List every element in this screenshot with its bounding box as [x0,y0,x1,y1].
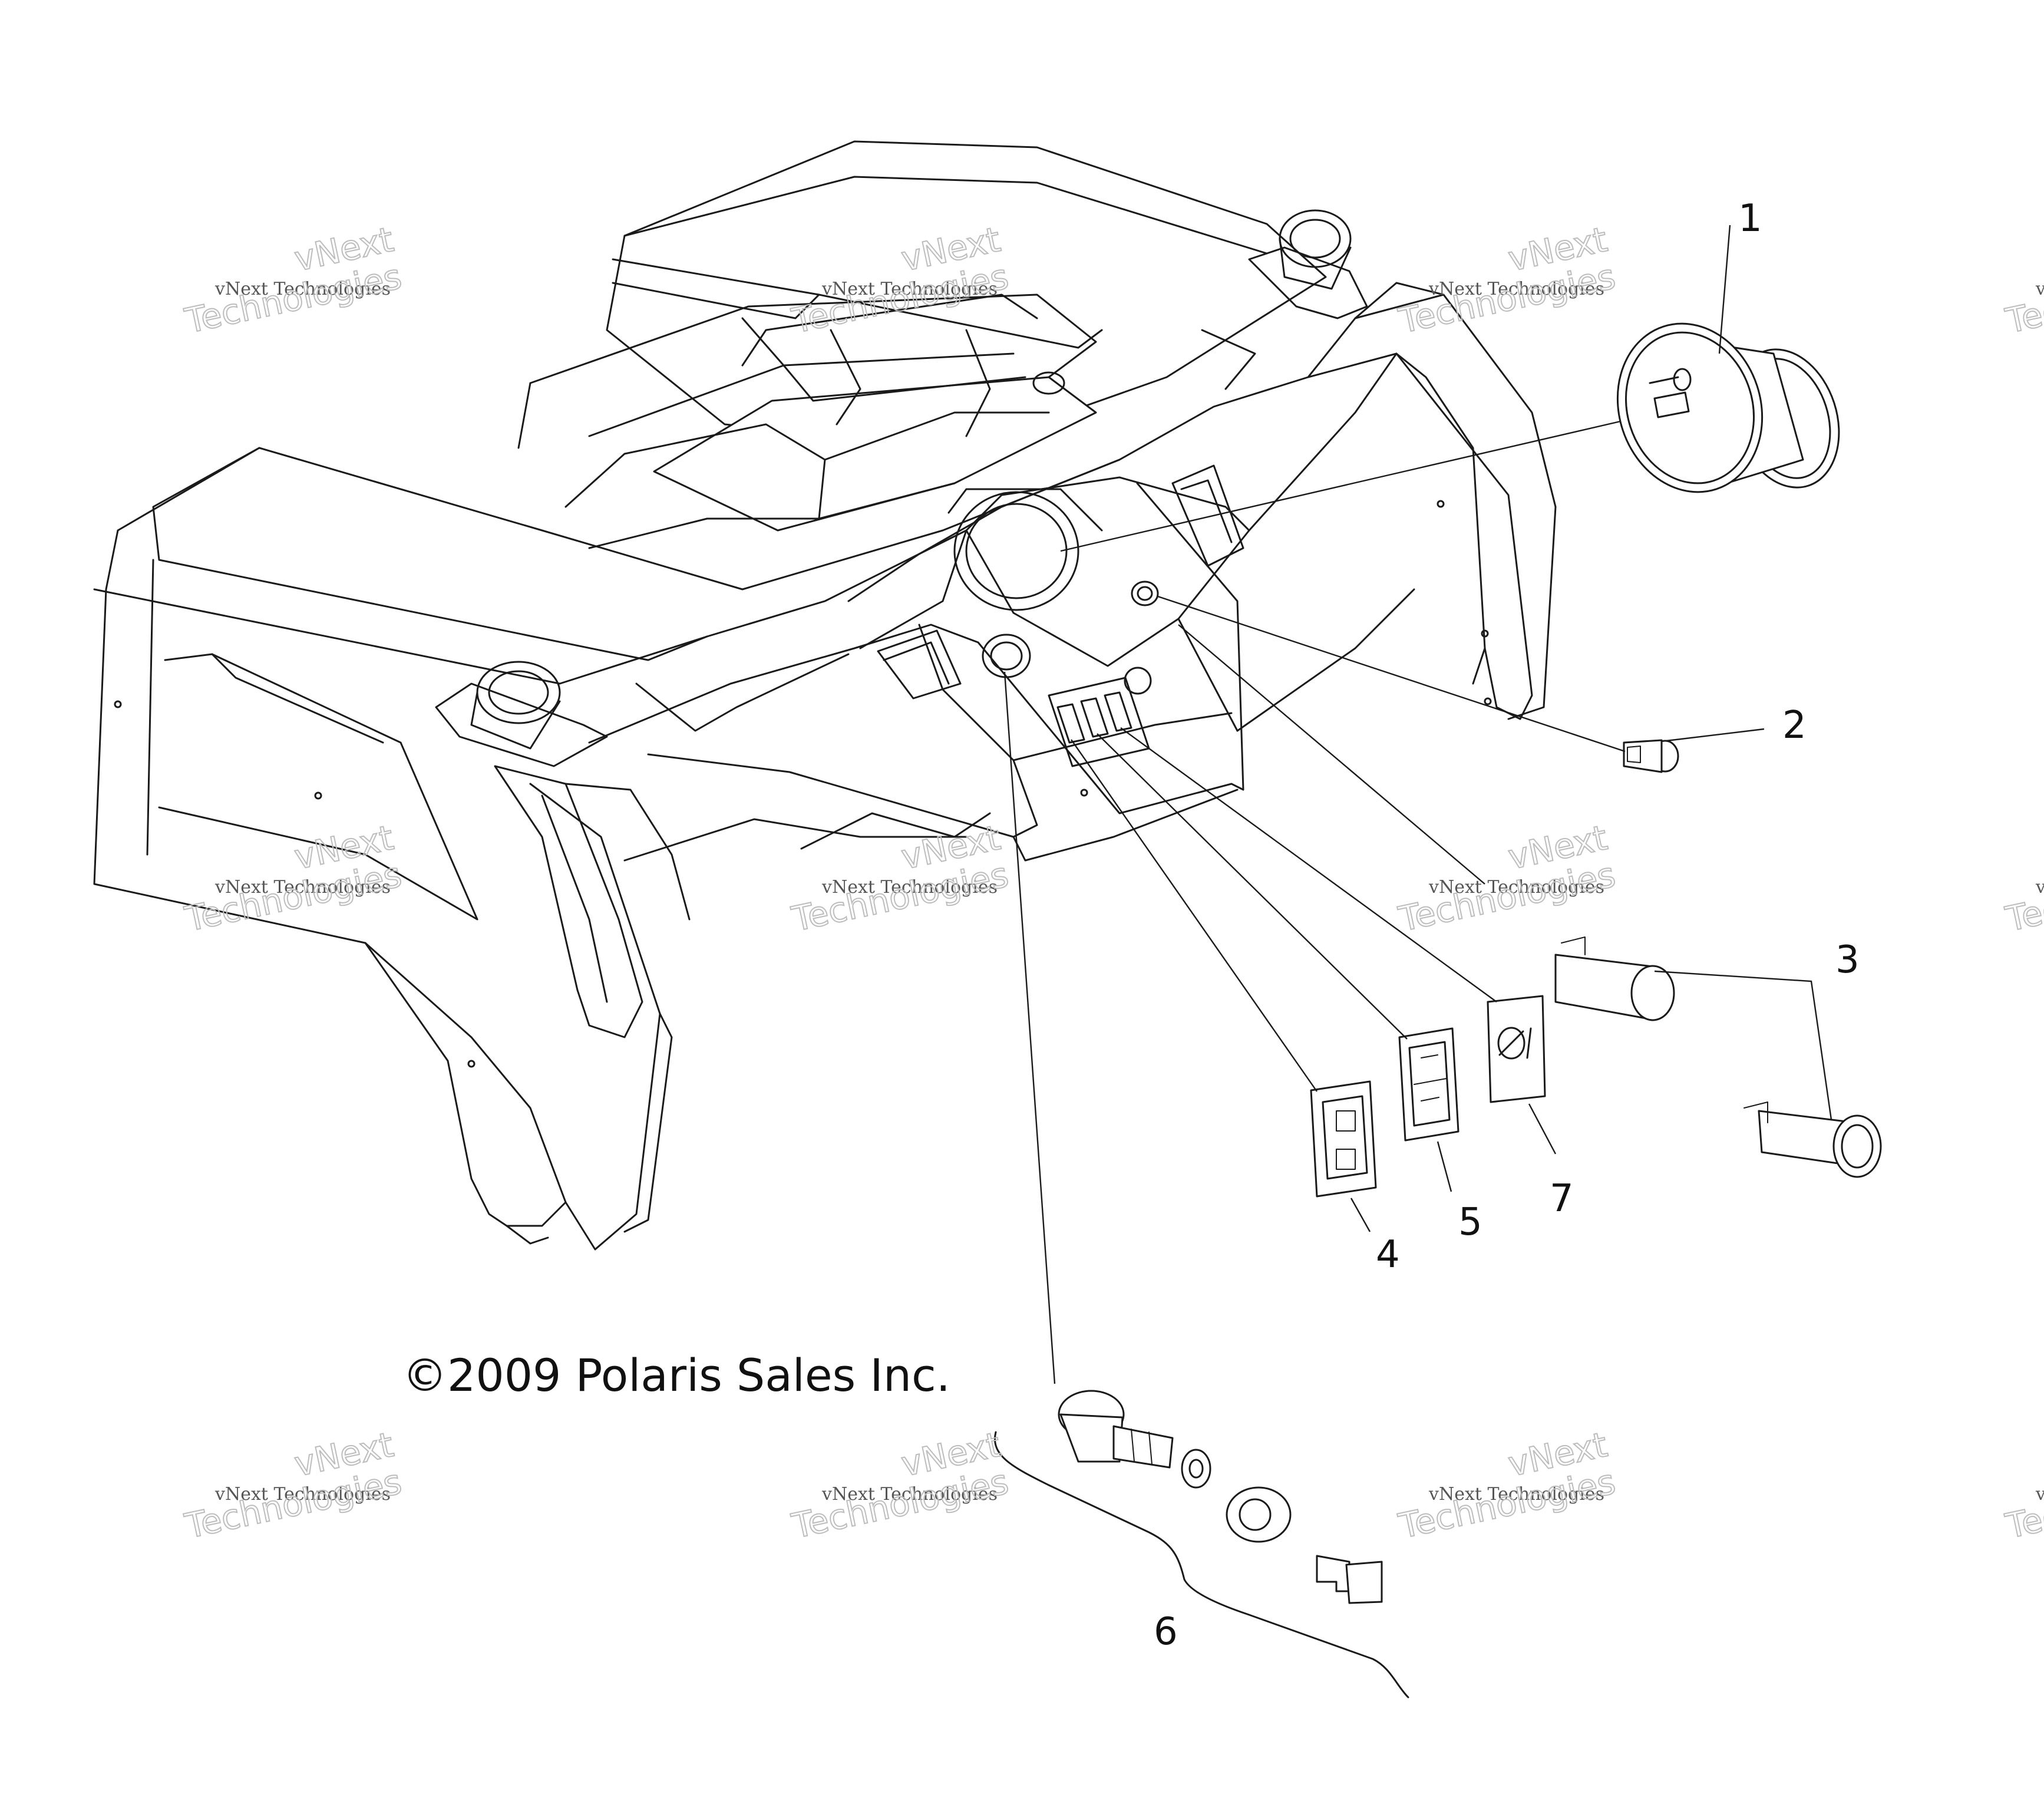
svg-text:Technologies: Technologies [788,855,1012,939]
svg-text:Technologies: Technologies [2002,256,2044,341]
svg-text:vNext Technologies: vNext Technologies [1428,279,1604,299]
svg-text:Technologies: Technologies [788,1462,1012,1546]
watermark: vNext Technologies vNext Technologies [788,1424,1013,1547]
callout-1: 1 [1738,197,1762,240]
watermark: vNext Technologies vNext Technologies [1395,219,1620,342]
watermark: vNext Technologies vNext Technologies [788,817,1013,940]
svg-text:vNext Technologies: vNext Technologies [821,1484,998,1505]
callout-5: 5 [1458,1200,1482,1244]
svg-text:vNext Technologies: vNext Technologies [821,279,998,299]
watermark: vNext Technologies vNext Technologies [181,817,406,940]
callout-6: 6 [1154,1610,1178,1654]
svg-text:Technologies: Technologies [1395,256,1619,341]
part-5-drive-switch [1398,1027,1459,1142]
svg-text:Technologies: Technologies [1395,1462,1619,1546]
callout-labels: 1 2 3 4 5 6 7 [1154,197,1860,1654]
svg-text:vNext Technologies: vNext Technologies [1428,877,1604,898]
svg-text:Technologies: Technologies [181,1462,405,1546]
part-1-speedometer-gauge [1616,225,1840,493]
svg-text:Technologies: Technologies [181,256,405,341]
callout-7: 7 [1550,1177,1574,1221]
part-6-ignition-switch-kit [994,1390,1409,1698]
svg-text:Technologies: Technologies [2002,855,2044,939]
svg-text:vNext Technologies: vNext Technologies [1428,1484,1604,1505]
svg-text:vNext Technologies: vNext Technologies [821,877,998,898]
watermark: vNext Technologies vNext Technologies [181,219,406,342]
svg-text:vNext Technologies: vNext Technologies [214,877,391,898]
callout-4: 4 [1376,1233,1400,1277]
part-2-indicator-light [1623,728,1765,773]
svg-text:Technologies: Technologies [2002,1462,2044,1546]
part-7-decal [1487,995,1546,1103]
watermark: vNext Technologies Technologies [2002,854,2044,940]
svg-text:vNext Technologies: vNext Technologies [214,279,391,299]
leader-lines [1003,420,1626,1384]
svg-text:vNext Technologies: vNext Technologies [2035,1484,2044,1505]
watermark: vNext Technologies Technologies [2002,256,2044,342]
svg-text:vNext Technologies: vNext Technologies [214,1484,391,1505]
part-3-power-outlet [1554,936,1882,1178]
svg-text:Technologies: Technologies [1395,855,1619,939]
copyright-notice: ©2009 Polaris Sales Inc. [402,1349,950,1401]
watermark: vNext Technologies vNext Technologies [1395,1424,1620,1547]
callout-2: 2 [1782,704,1807,747]
callout-3: 3 [1835,938,1860,982]
part-4-light-switch [1310,1080,1377,1198]
watermark: vNext Technologies Technologies [2002,1461,2044,1547]
dashboard-body [93,140,1557,1251]
svg-text:vNext Technologies: vNext Technologies [2035,877,2044,898]
svg-text:vNext Technologies: vNext Technologies [2035,279,2044,299]
watermark: vNext Technologies vNext Technologies [181,1424,406,1547]
